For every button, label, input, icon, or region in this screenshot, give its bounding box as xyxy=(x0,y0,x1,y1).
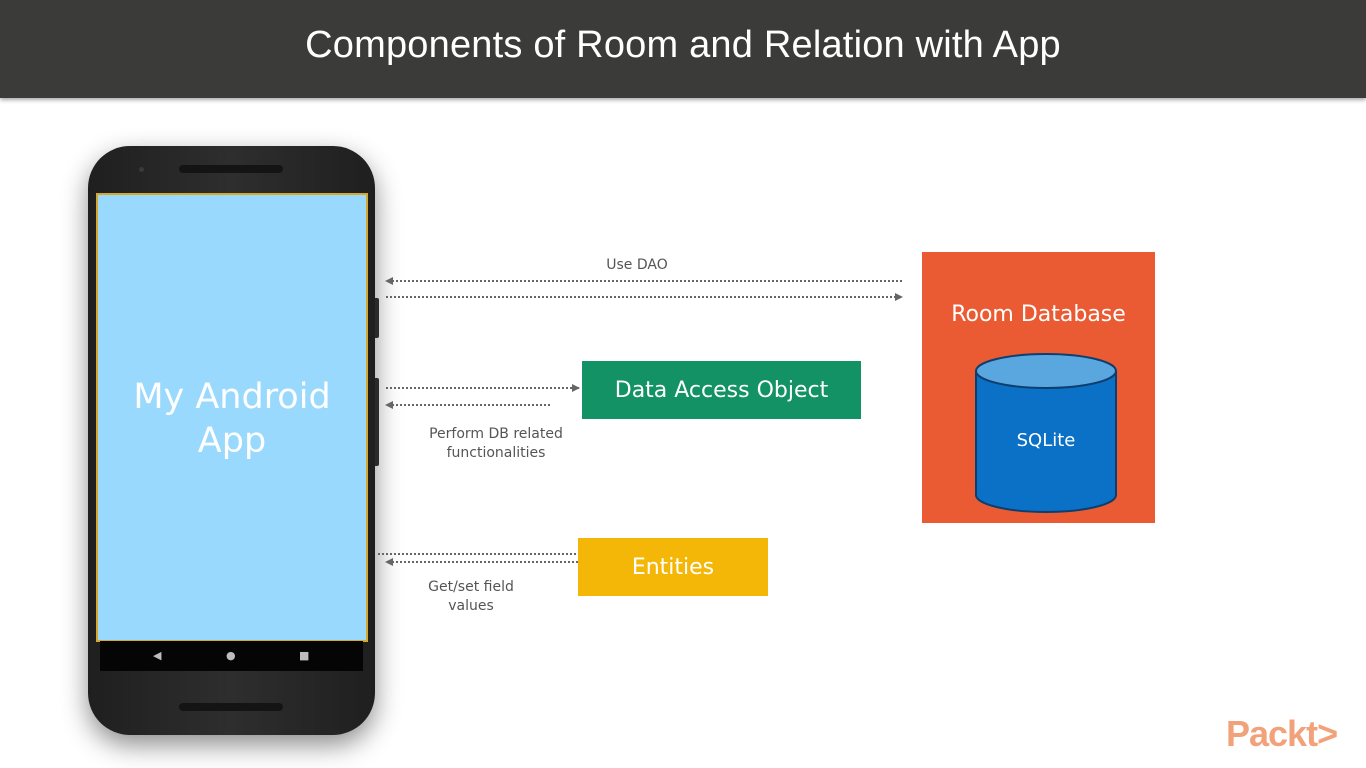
home-icon: ● xyxy=(226,649,236,662)
back-icon: ◀ xyxy=(153,649,162,662)
sqlite-label: SQLite xyxy=(1016,430,1076,451)
room-database-box: Room Database SQLite xyxy=(922,252,1155,523)
phone-screen: My Android App xyxy=(96,193,368,642)
use-dao-label: Use DAO xyxy=(606,257,668,273)
get-set-label-line2: values xyxy=(448,598,494,614)
app-label-line1: My Android xyxy=(133,377,331,417)
app-label: My Android App xyxy=(98,375,366,463)
perform-db-label-line1: Perform DB related xyxy=(429,426,563,442)
get-set-label-line1: Get/set field xyxy=(428,579,514,595)
top-speaker xyxy=(179,165,283,173)
slide-title: Components of Room and Relation with App xyxy=(305,24,1061,66)
database-icon xyxy=(975,353,1117,513)
title-bar: Components of Room and Relation with App xyxy=(0,0,1366,98)
entities-box: Entities xyxy=(578,538,768,596)
perform-db-label-line2: functionalities xyxy=(446,445,546,461)
get-set-label: Get/set field values xyxy=(401,578,541,616)
bottom-speaker xyxy=(179,703,283,711)
packt-logo: Packt> xyxy=(1226,713,1338,754)
power-button xyxy=(375,298,379,338)
camera-icon xyxy=(139,167,144,172)
navigation-bar: ◀ ● ■ xyxy=(100,641,363,671)
android-phone: My Android App ◀ ● ■ xyxy=(88,146,379,735)
app-label-line2: App xyxy=(197,421,267,461)
perform-db-label: Perform DB related functionalities xyxy=(406,425,586,463)
room-database-title: Room Database xyxy=(951,302,1126,327)
data-access-object-box: Data Access Object xyxy=(582,361,861,419)
sqlite-cylinder: SQLite xyxy=(974,352,1118,514)
recents-icon: ■ xyxy=(299,649,310,662)
volume-button xyxy=(375,378,379,466)
